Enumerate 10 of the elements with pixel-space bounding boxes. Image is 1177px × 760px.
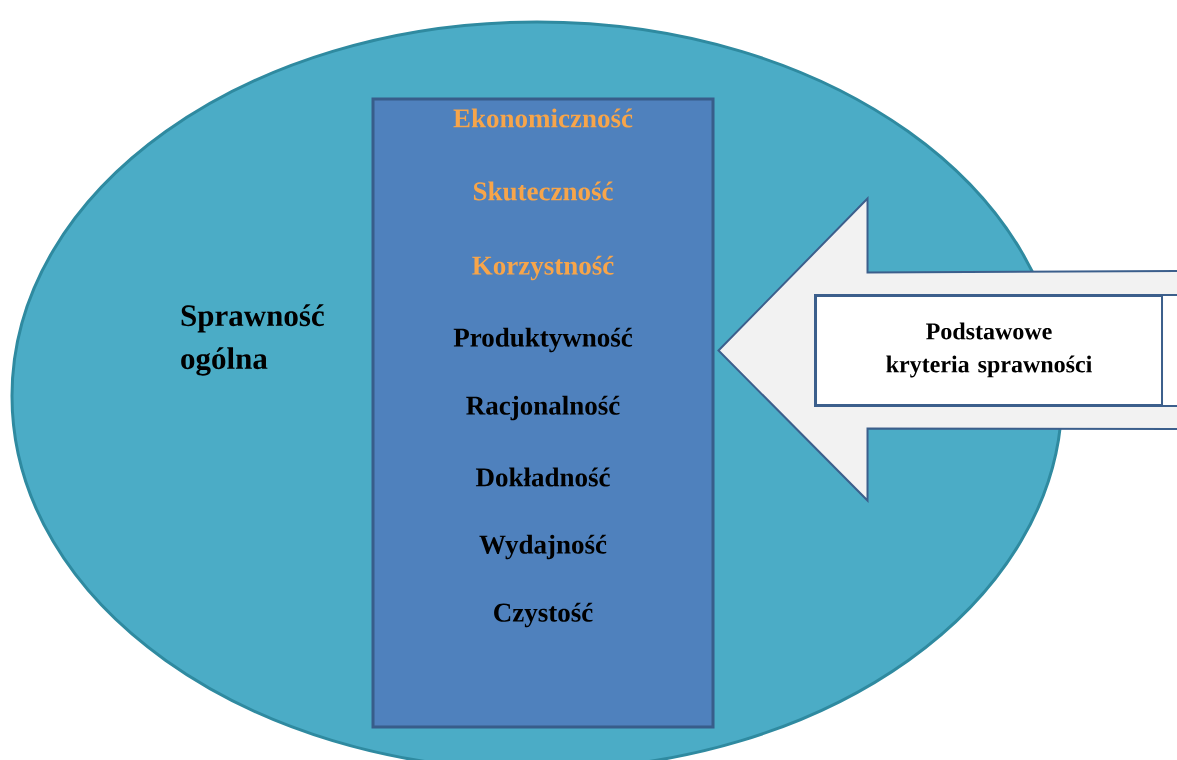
label-text: Skuteczność xyxy=(473,181,613,201)
label-text: Korzystność xyxy=(472,255,614,281)
label-text: Produktywność xyxy=(453,327,633,353)
label-text: Dokładność xyxy=(475,467,610,487)
label-text: Podstawowe kryteria sprawności xyxy=(886,322,1092,378)
label-text: Sprawność ogólna xyxy=(181,304,324,376)
label-text: Czystość xyxy=(494,602,593,628)
label-text: Racjonalność xyxy=(466,395,620,421)
label-text: Ekonomiczność xyxy=(453,108,633,128)
label-text: Wydajność xyxy=(479,534,607,560)
